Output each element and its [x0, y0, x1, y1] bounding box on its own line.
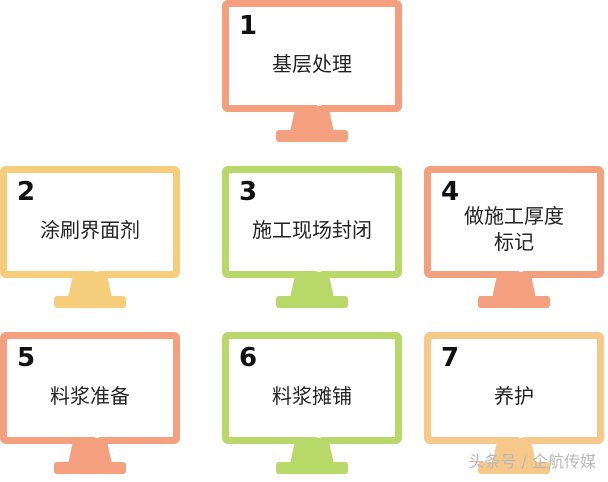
step-1-screen: 1 基层处理: [222, 0, 402, 112]
step-4-label: 做施工厚度 标记: [464, 204, 564, 254]
step-3-screen: 3 施工现场封闭: [222, 166, 402, 278]
step-1-number: 1: [239, 11, 258, 41]
monitor-stand-neck: [290, 278, 334, 298]
monitor-stand-neck: [68, 278, 112, 298]
power-dot-icon: [517, 264, 525, 272]
step-6-label: 料浆摊铺: [272, 384, 352, 408]
power-dot-icon: [315, 98, 323, 106]
step-4-number: 4: [441, 177, 460, 207]
step-3-monitor: 3 施工现场封闭: [222, 166, 402, 316]
step-6-screen: 6 料浆摊铺: [222, 332, 402, 444]
power-dot-icon: [93, 264, 101, 272]
step-4-monitor: 4 做施工厚度 标记: [424, 166, 604, 316]
step-6-number: 6: [239, 343, 258, 373]
step-3-label: 施工现场封闭: [252, 218, 372, 242]
power-dot-icon: [315, 264, 323, 272]
step-2-number: 2: [17, 177, 36, 207]
power-dot-icon: [93, 430, 101, 438]
step-5-monitor: 5 料浆准备: [0, 332, 180, 482]
monitor-stand-base: [54, 462, 126, 474]
power-dot-icon: [315, 430, 323, 438]
step-2-label: 涂刷界面剂: [40, 218, 140, 242]
monitor-stand-neck: [290, 444, 334, 464]
step-1-monitor: 1 基层处理: [222, 0, 402, 150]
step-2-monitor: 2 涂刷界面剂: [0, 166, 180, 316]
monitor-stand-base: [276, 130, 348, 142]
step-5-number: 5: [17, 343, 36, 373]
monitor-stand-base: [478, 462, 550, 474]
monitor-stand-base: [54, 296, 126, 308]
step-5-label: 料浆准备: [50, 384, 130, 408]
monitor-stand-neck: [492, 278, 536, 298]
step-1-label: 基层处理: [272, 52, 352, 76]
step-4-screen: 4 做施工厚度 标记: [424, 166, 604, 278]
step-6-monitor: 6 料浆摊铺: [222, 332, 402, 482]
power-dot-icon: [517, 430, 525, 438]
step-2-screen: 2 涂刷界面剂: [0, 166, 180, 278]
monitor-stand-neck: [492, 444, 536, 464]
step-7-monitor: 7 养护: [424, 332, 604, 482]
monitor-stand-base: [276, 296, 348, 308]
step-7-screen: 7 养护: [424, 332, 604, 444]
monitor-stand-base: [478, 296, 550, 308]
monitor-stand-neck: [68, 444, 112, 464]
monitor-stand-base: [276, 462, 348, 474]
monitor-stand-neck: [290, 112, 334, 132]
step-7-number: 7: [441, 343, 460, 373]
step-7-label: 养护: [494, 384, 534, 408]
step-5-screen: 5 料浆准备: [0, 332, 180, 444]
watermark: 头条号 / 企航传媒: [468, 452, 596, 471]
step-3-number: 3: [239, 177, 258, 207]
